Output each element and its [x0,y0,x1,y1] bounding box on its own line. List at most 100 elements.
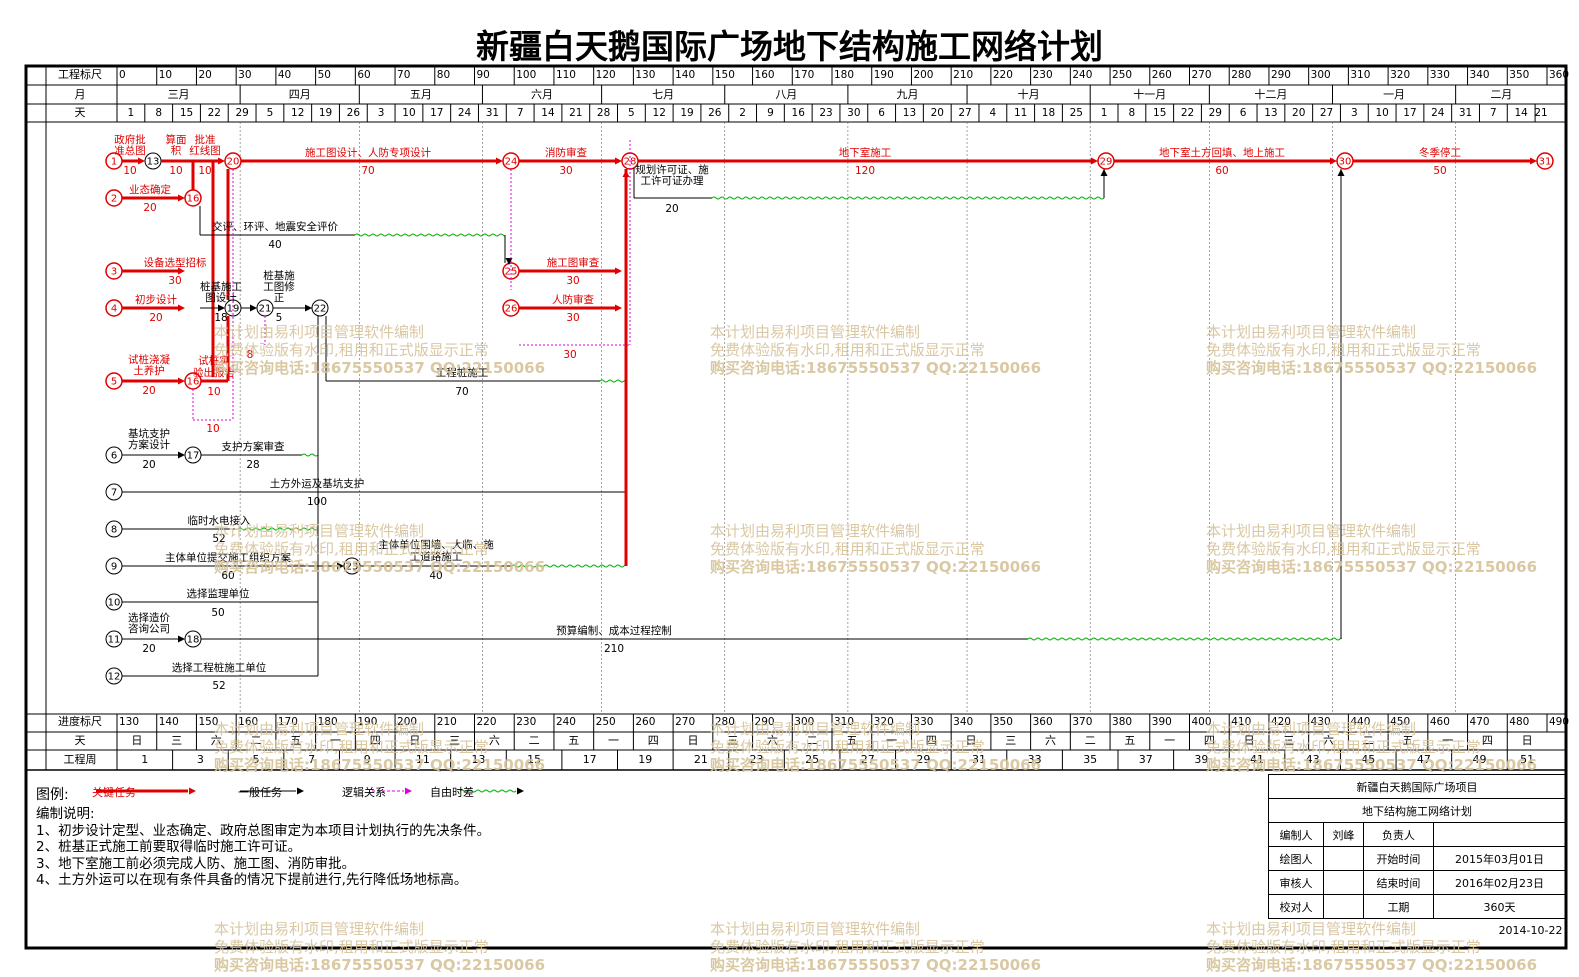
weekday-name: 二 [1085,734,1096,747]
day-number: 22 [208,107,221,119]
day-number: 27 [1320,107,1333,119]
node-number: 16 [187,194,200,205]
arrow-head [297,787,304,795]
week-number: 33 [1028,753,1042,766]
weekday-name: 六 [767,734,778,747]
bottom-scale-tick: 190 [357,716,377,728]
week-number: 31 [972,753,986,766]
arrow-head [1100,169,1108,176]
notes-title: 编制说明: [36,806,95,822]
node-number: 30 [1339,157,1352,168]
weekday-name: 三 [1005,734,1016,747]
bottom-scale-tick: 200 [397,716,417,728]
tb-duration: 360天 [1433,894,1566,919]
week-number: 5 [253,753,260,766]
task-label: 基坑支护 [128,427,170,440]
weekday-name: 五 [290,734,301,747]
node-number: 17 [187,451,200,462]
task-label: 主体单位围墙、大临、施 [378,538,494,551]
tb-manager-label: 负责人 [1362,822,1435,847]
task-duration: 30 [559,165,572,177]
top-scale-tick: 10 [159,69,172,81]
week-number: 47 [1417,753,1431,766]
day-number: 31 [1459,107,1472,119]
bottom-scale-tick: 260 [635,716,655,728]
node-number: 22 [314,304,327,315]
weekday-name: 五 [846,734,857,747]
note-item: 4、土方外运可以在现有条件具备的情况下提前进行,先行降低场地标高。 [36,872,468,888]
weekday-name: 五 [1402,734,1413,747]
weekday-name: 二 [251,734,262,747]
task-label: 试桩浇凝 [128,353,170,366]
bottom-scale-tick: 240 [556,716,576,728]
day-number: 1 [128,107,135,119]
task-duration: 30 [168,275,181,287]
week-number: 19 [638,753,652,766]
weekday-name: 五 [568,734,579,747]
weekday-name: 日 [1522,734,1533,747]
tb-compiler-label: 编制人 [1268,822,1324,847]
top-scale-tick: 130 [635,69,655,81]
task-label: 地下室施工 [839,146,892,159]
day-number: 11 [1014,107,1027,119]
bottom-scale-tick: 290 [755,716,775,728]
weekday-name: 三 [171,734,182,747]
legend-float-label: 自由时差 [430,786,474,799]
bottom-scale-tick: 320 [874,716,894,728]
task-duration: 10 [206,423,219,435]
task-label: 规划许可证、施 [635,163,709,176]
day-number: 26 [347,107,361,119]
weekday-name: 三 [449,734,460,747]
task-label: 人防审查 [552,293,594,306]
weekday-name: 六 [489,734,500,747]
weekday-name: 三 [727,734,738,747]
month-name: 十一月 [1133,87,1166,101]
arrow-head [622,170,630,177]
tb-plan: 地下结构施工网络计划 [1268,798,1566,823]
task-label: 工图修 [263,280,295,293]
task-arrow-head [615,267,622,275]
legend: 图例: 关键任务 一般任务 逻辑关系 自由时差 [36,783,556,803]
arrow-head [1337,169,1345,176]
tb-start: 2015年03月01日 [1433,846,1566,871]
task-label: 红线图 [189,144,221,157]
month-name: 一月 [1383,88,1405,101]
task-label: 消防审查 [545,146,587,159]
task-duration: 50 [1433,165,1446,177]
day-number: 28 [597,107,610,119]
bottom-scale-tick: 390 [1152,716,1172,728]
node-number: 6 [111,451,117,462]
top-scale-tick: 340 [1470,69,1490,81]
task-label: 设备选型招标 [144,256,207,269]
task-duration: 52 [212,680,225,692]
week-number: 43 [1306,753,1320,766]
top-scale-tick: 60 [357,69,370,81]
week-number: 25 [805,753,819,766]
task-duration: 40 [429,570,442,582]
task-label: 图设计 [205,291,237,304]
week-number: 37 [1139,753,1153,766]
task-duration: 210 [604,643,624,655]
task-duration: 20 [665,203,678,215]
bottom-scale-tick: 170 [278,716,298,728]
task-label: 正 [274,292,285,304]
week-number: 13 [471,753,485,766]
month-name: 十二月 [1254,87,1287,101]
free-float-wave [354,233,506,237]
task-arrow-head [178,304,185,312]
top-scale-tick: 310 [1350,69,1370,81]
top-scale-tick: 140 [675,69,695,81]
free-float-wave [301,453,319,457]
task-duration: 30 [566,312,579,324]
day-number: 30 [847,107,860,119]
day-number: 5 [267,107,274,119]
task-duration: 30 [566,275,579,287]
month-name: 七月 [652,88,674,101]
top-scale-tick: 190 [874,69,894,81]
task-label: 试桩实 [198,354,230,367]
top-scale-tick: 20 [198,69,211,81]
day-number: 12 [291,107,304,119]
task-arrow-head [178,194,185,202]
task-duration: 70 [361,165,374,177]
